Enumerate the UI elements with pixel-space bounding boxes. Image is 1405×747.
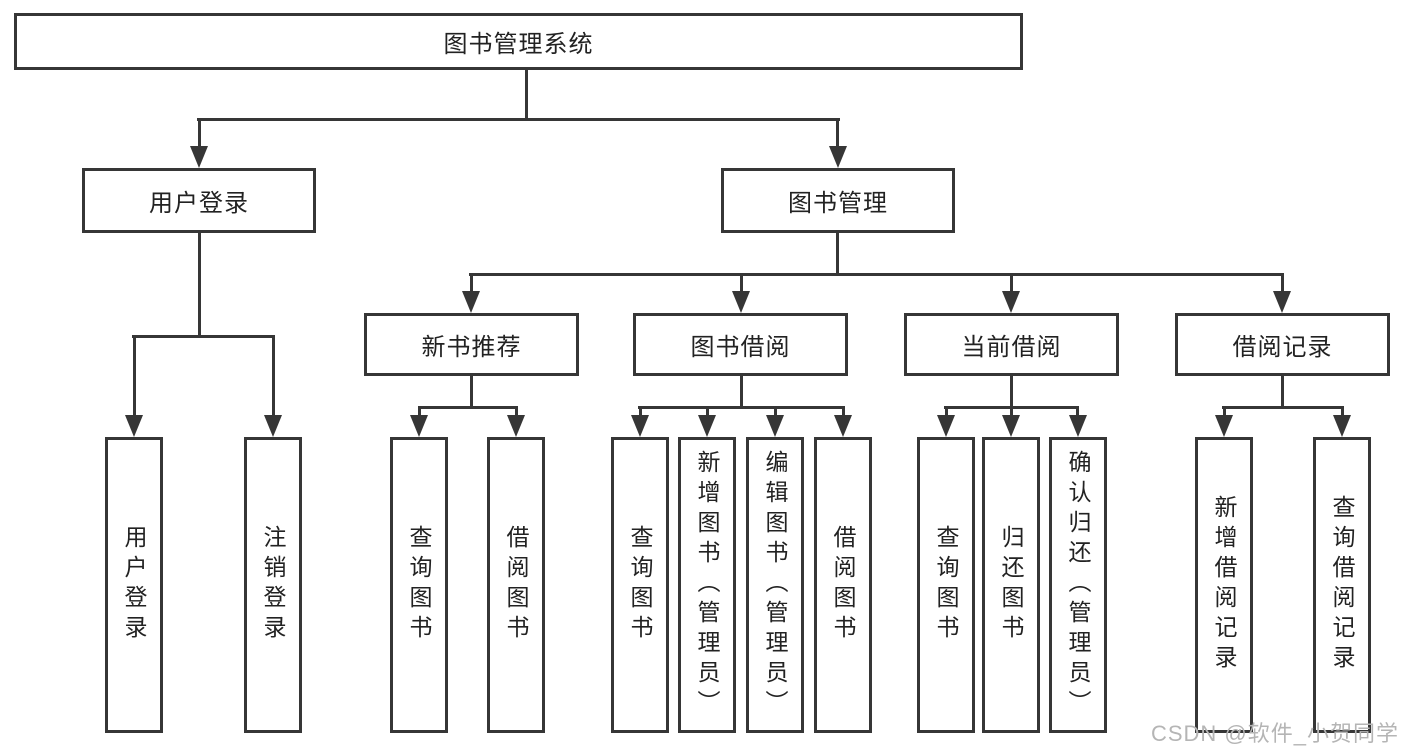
arrowhead-down-icon [829, 146, 847, 168]
leaf-confirm-return-admin: 确认归还（管理员） [1049, 437, 1107, 733]
arrowhead-down-icon [462, 291, 480, 313]
arrowhead-down-icon [1333, 415, 1351, 437]
connector-user-login-stub [198, 233, 201, 335]
connector-shaft [133, 335, 136, 417]
connector-shaft [706, 406, 709, 417]
arrowhead-down-icon [507, 415, 525, 437]
node-new-book-recommend: 新书推荐 [364, 313, 579, 376]
connector-root-split [197, 118, 840, 121]
arrowhead-down-icon [1215, 415, 1233, 437]
arrowhead-down-icon [1002, 291, 1020, 313]
connector-root-stub [525, 70, 528, 121]
connector-shaft [1223, 406, 1226, 417]
arrowhead-down-icon [1273, 291, 1291, 313]
connector-records-stub [1281, 376, 1284, 406]
leaf-borrow-books-1: 借阅图书 [487, 437, 545, 733]
connector-recommend-split [418, 406, 518, 409]
connector-shaft [774, 406, 777, 417]
connector-shaft [198, 118, 201, 150]
connector-book-mgmt-split [469, 273, 1283, 276]
leaf-query-borrow-record: 查询借阅记录 [1313, 437, 1371, 733]
connector-shaft [470, 273, 473, 293]
arrowhead-down-icon [125, 415, 143, 437]
connector-shaft [842, 406, 845, 417]
arrowhead-down-icon [1002, 415, 1020, 437]
connector-shaft [836, 118, 839, 150]
node-book-management: 图书管理 [721, 168, 955, 233]
connector-shaft [272, 335, 275, 417]
arrowhead-down-icon [732, 291, 750, 313]
arrowhead-down-icon [410, 415, 428, 437]
connector-shaft [1076, 406, 1079, 417]
arrowhead-down-icon [190, 146, 208, 168]
arrowhead-down-icon [937, 415, 955, 437]
connector-shaft [1281, 273, 1284, 293]
node-user-login: 用户登录 [82, 168, 316, 233]
arrowhead-down-icon [631, 415, 649, 437]
connector-book-mgmt-stub [836, 233, 839, 273]
leaf-query-books-2: 查询图书 [611, 437, 669, 733]
node-book-borrow: 图书借阅 [633, 313, 848, 376]
connector-recommend-stub [470, 376, 473, 406]
connector-borrow-split [638, 406, 845, 409]
arrowhead-down-icon [698, 415, 716, 437]
arrowhead-down-icon [264, 415, 282, 437]
connector-user-login-split [132, 335, 275, 338]
node-borrow-records: 借阅记录 [1175, 313, 1390, 376]
connector-shaft [515, 406, 518, 417]
connector-shaft [1341, 406, 1344, 417]
connector-records-split [1222, 406, 1343, 409]
connector-shaft [1010, 273, 1013, 293]
connector-shaft [945, 406, 948, 417]
leaf-borrow-books-2: 借阅图书 [814, 437, 872, 733]
leaf-add-borrow-record: 新增借阅记录 [1195, 437, 1253, 733]
connector-current-stub [1010, 376, 1013, 406]
leaf-add-book-admin: 新增图书（管理员） [678, 437, 736, 733]
leaf-query-books-1: 查询图书 [390, 437, 448, 733]
connector-shaft [639, 406, 642, 417]
leaf-return-books: 归还图书 [982, 437, 1040, 733]
arrowhead-down-icon [766, 415, 784, 437]
connector-borrow-stub [740, 376, 743, 406]
connector-shaft [740, 273, 743, 293]
arrowhead-down-icon [1069, 415, 1087, 437]
leaf-user-login: 用户登录 [105, 437, 163, 733]
csdn-watermark: CSDN @软件_小贺同学 [1150, 721, 1399, 746]
node-library-management-system: 图书管理系统 [14, 13, 1023, 70]
arrowhead-down-icon [834, 415, 852, 437]
node-current-borrow: 当前借阅 [904, 313, 1119, 376]
connector-shaft [1010, 406, 1013, 417]
leaf-edit-book-admin: 编辑图书（管理员） [746, 437, 804, 733]
connector-shaft [418, 406, 421, 417]
leaf-logout: 注销登录 [244, 437, 302, 733]
leaf-query-books-3: 查询图书 [917, 437, 975, 733]
